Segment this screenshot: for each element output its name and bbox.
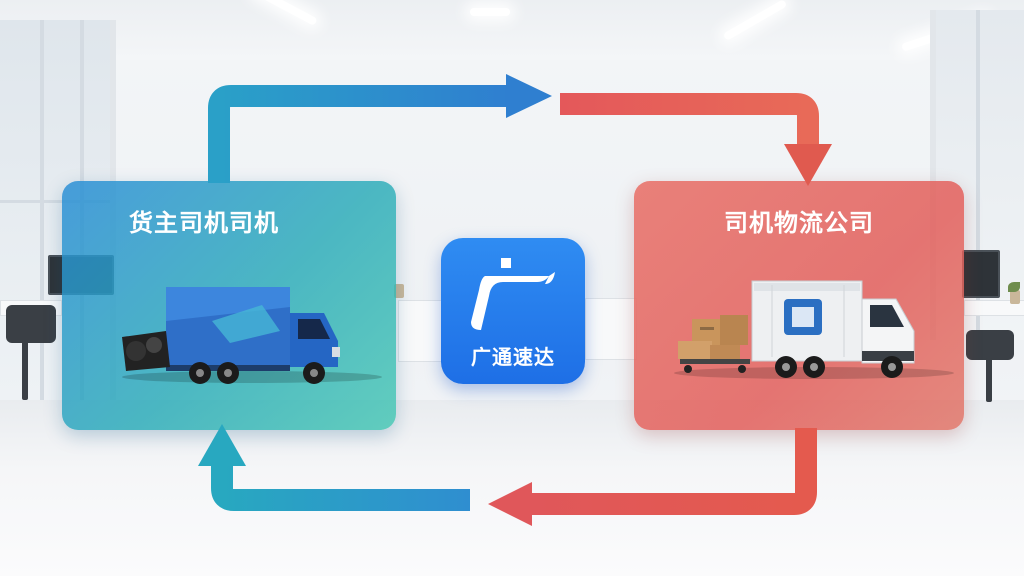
office-desk [585,298,637,360]
office-desk [398,300,444,362]
office-chair [22,340,28,400]
arrow-right-to-left-red [488,428,817,526]
plant-pot [1010,290,1020,304]
arrow-left-to-right-red [560,93,832,186]
arrow-left-to-right-blue [208,74,552,183]
guangtong-logo-icon [471,258,555,330]
office-chair [986,358,992,402]
office-chair [6,305,56,343]
center-app-logo: 广通速达 [441,238,585,384]
app-name: 广通速达 [471,345,555,369]
office-desk [964,300,1024,316]
left-node-label: 货主司机司机 [129,209,279,237]
delivery-truck-with-boxes-icon [674,280,954,379]
office-chair [966,330,1014,360]
ceiling-light [470,8,510,16]
arrow-right-to-left-blue [198,424,470,511]
right-node-label: 司机物流公司 [724,209,874,237]
left-node-card: 货主司机司机 [62,181,396,430]
right-node-card: 司机物流公司 [634,181,964,430]
plant-pot [394,284,404,298]
blue-truck-icon [122,287,382,384]
plant-leaf [1008,282,1020,292]
ceiling [0,0,1024,60]
